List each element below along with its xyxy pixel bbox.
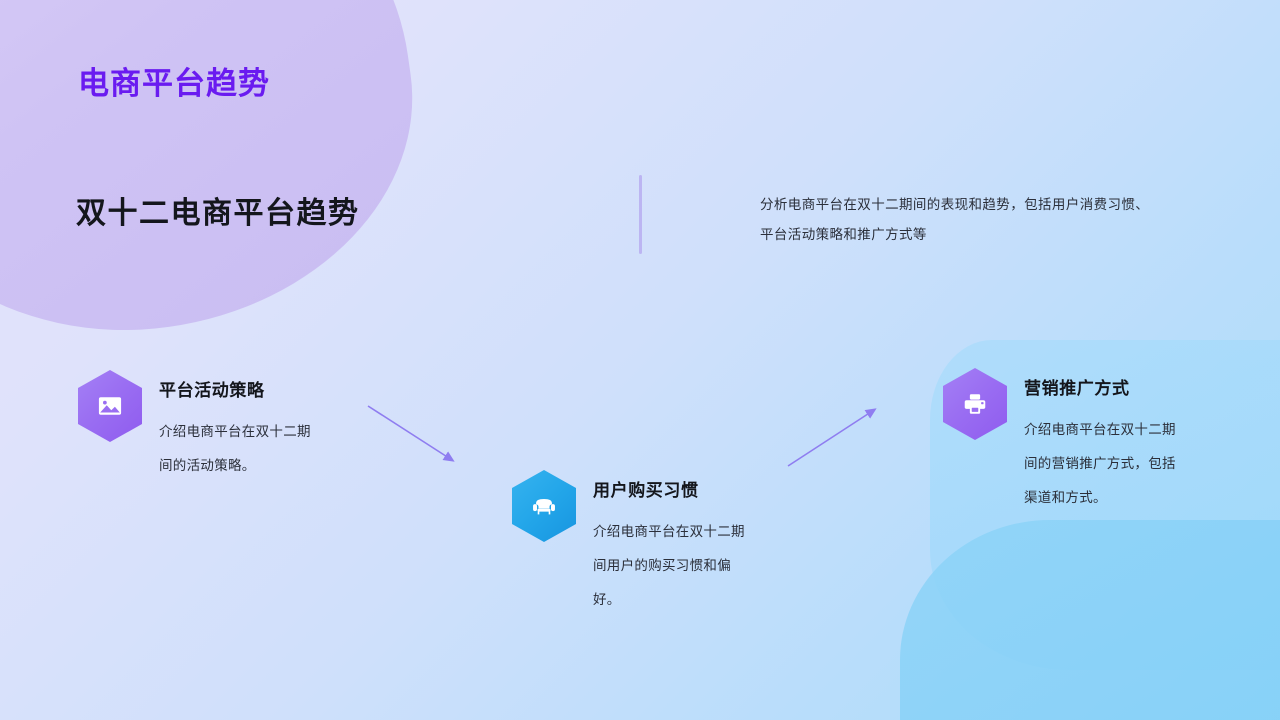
card-description: 介绍电商平台在双十二期间的活动策略。: [159, 424, 311, 473]
card-description: 介绍电商平台在双十二期间的营销推广方式，包括渠道和方式。: [1024, 422, 1176, 505]
feature-card-platform-strategy[interactable]: 平台活动策略 介绍电商平台在双十二期间的活动策略。: [78, 370, 319, 483]
purple-blob-shape: [0, 0, 441, 367]
slide-description: 分析电商平台在双十二期间的表现和趋势，包括用户消费习惯、平台活动策略和推广方式等: [760, 197, 1150, 242]
blue-blob-shape-lower: [900, 520, 1280, 720]
slide-kicker: 电商平台趋势: [78, 66, 270, 101]
card-title: 用户购买习惯: [593, 481, 699, 500]
feature-card-marketing-channels[interactable]: 营销推广方式 介绍电商平台在双十二期间的营销推广方式，包括渠道和方式。: [943, 368, 1184, 515]
card-text-block: 营销推广方式 介绍电商平台在双十二期间的营销推广方式，包括渠道和方式。: [1024, 368, 1184, 515]
printer-icon: [943, 368, 1007, 440]
vertical-divider: [639, 175, 642, 254]
feature-card-buying-habits[interactable]: 用户购买习惯 介绍电商平台在双十二期间用户的购买习惯和偏好。: [512, 470, 745, 617]
armchair-icon: [512, 470, 576, 542]
card-text-block: 平台活动策略 介绍电商平台在双十二期间的活动策略。: [159, 370, 319, 483]
image-icon: [78, 370, 142, 442]
page-title: 双十二电商平台趋势: [76, 197, 360, 230]
card-title: 平台活动策略: [159, 381, 265, 400]
card-description: 介绍电商平台在双十二期间用户的购买习惯和偏好。: [593, 524, 745, 607]
arrow-card1-to-card2: [367, 405, 455, 462]
card-title: 营销推广方式: [1024, 379, 1130, 398]
arrow-card2-to-card3: [787, 408, 877, 467]
card-text-block: 用户购买习惯 介绍电商平台在双十二期间用户的购买习惯和偏好。: [593, 470, 745, 617]
